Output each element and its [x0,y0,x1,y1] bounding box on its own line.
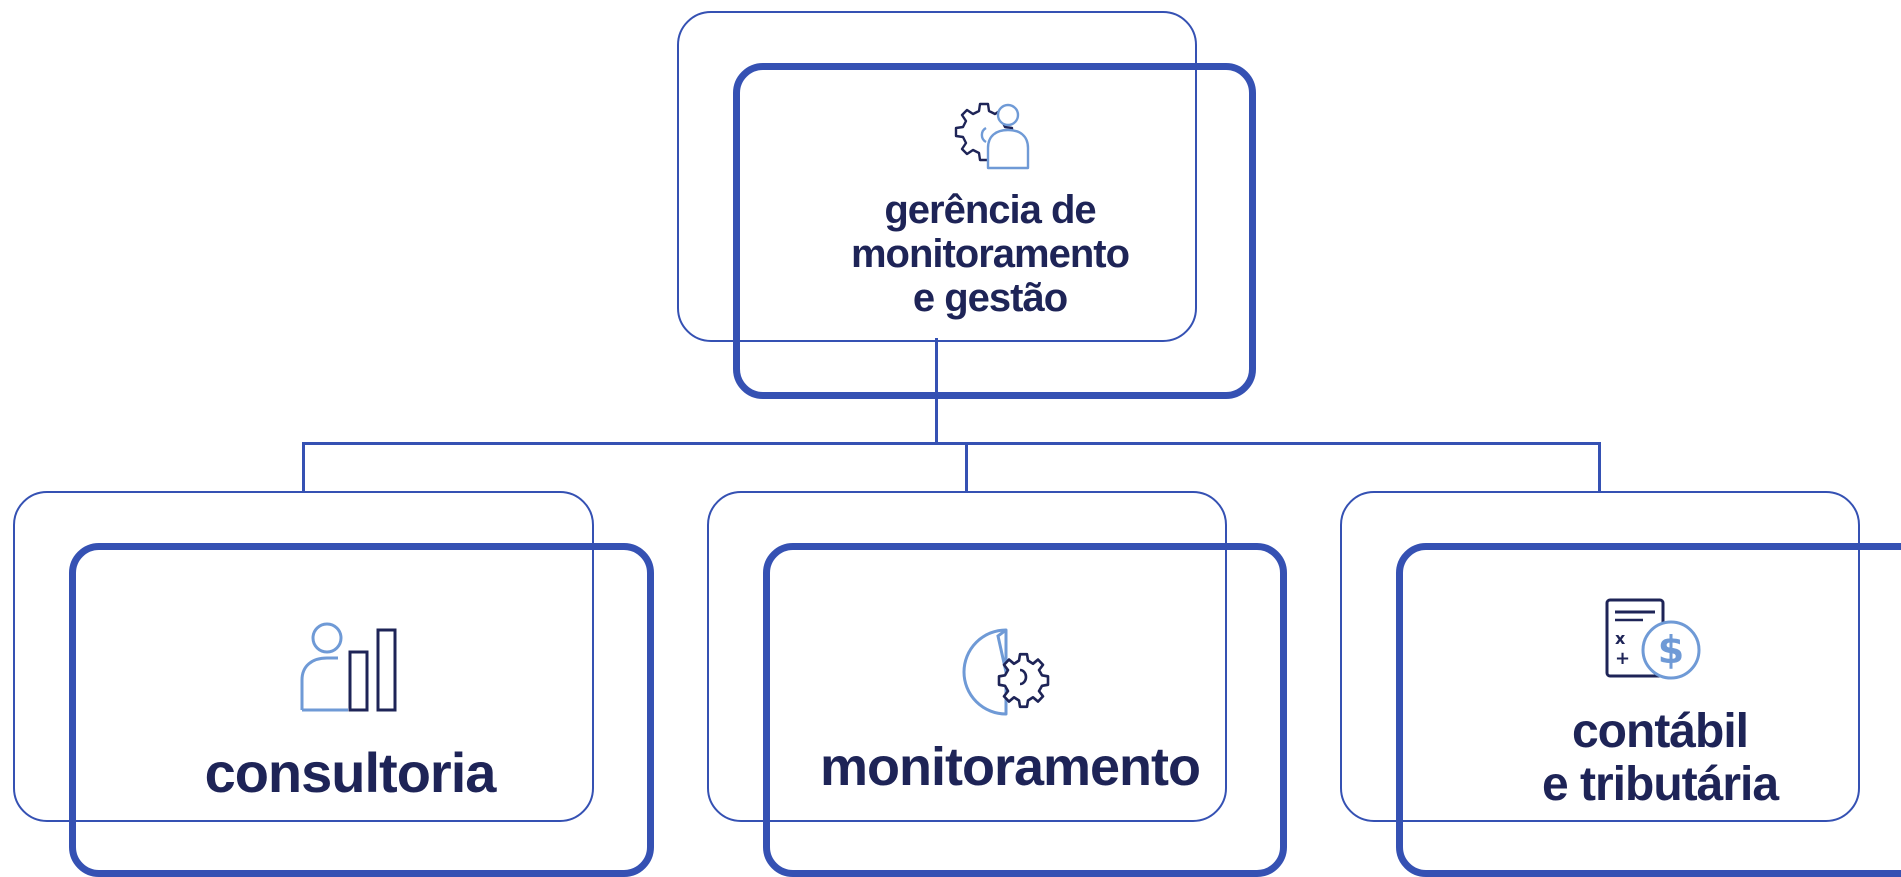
consultoria-label: consultoria [204,741,497,804]
contabil-front-outline [1396,543,1901,877]
top-node-label: gerência de monitoramento e gestão [790,188,1190,320]
calculator-dollar-icon: x + $ [1603,598,1703,680]
contabil-label-line2: e tributária [1541,757,1779,811]
top-node-label-line2: monitoramento [850,232,1130,276]
monitoramento-label: monitoramento [819,737,1201,797]
svg-text:+: + [1615,648,1630,669]
gear-person-icon [950,100,1030,172]
top-node-back-outline [677,11,1197,342]
contabil-back-outline [1340,491,1860,822]
connector-drop-right [1598,442,1601,492]
contabil-label: contábil e tributária [1460,705,1860,812]
pie-gear-icon [960,626,1060,718]
consultoria-front-outline [69,543,654,877]
top-node: gerência de monitoramento e gestão [0,0,1901,400]
top-node-label-line1: gerência de [884,188,1096,232]
monitoramento-front-outline [763,543,1287,877]
svg-text:x: x [1615,629,1626,648]
top-node-front-outline [733,63,1256,399]
monitoramento-back-outline [707,491,1227,822]
svg-text:$: $ [1658,628,1684,672]
connector-drop-left [302,442,305,492]
connector-trunk [935,338,938,444]
contabil-label-line1: contábil [1571,705,1749,758]
person-chart-icon [298,620,406,712]
top-node-label-line3: e gestão [912,276,1068,320]
consultoria-back-outline [13,491,594,822]
connector-drop-center [965,442,968,492]
connector-bar [302,442,1601,445]
